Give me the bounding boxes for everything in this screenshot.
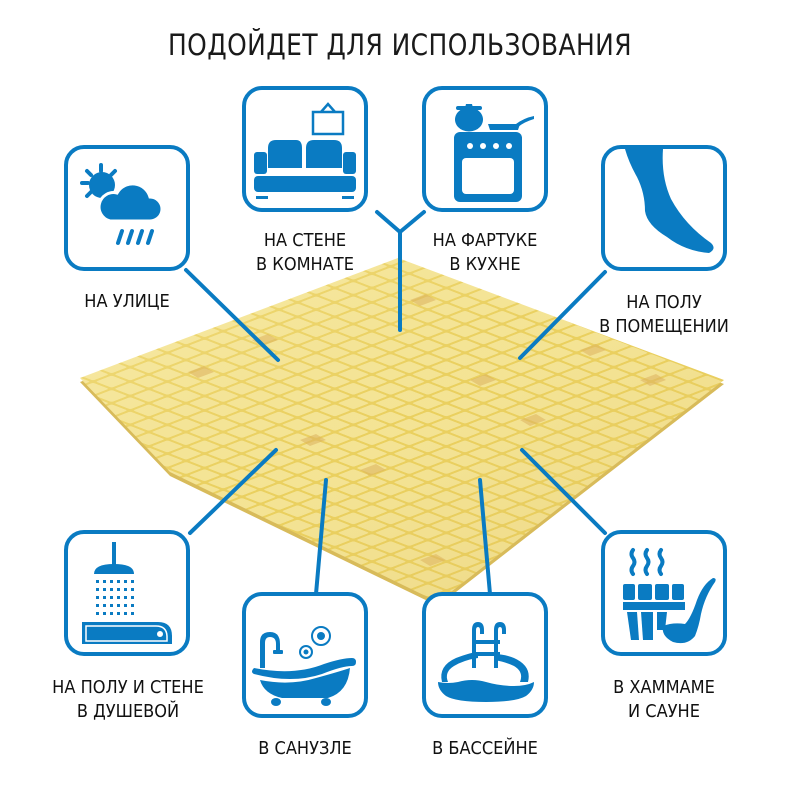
shower-icon (82, 542, 172, 644)
page-title: ПОДОЙДЕТ ДЛЯ ИСПОЛЬЗОВАНИЯ (167, 28, 633, 62)
use-label-sauna: В ХАММАМЕ И САУНЕ (587, 676, 742, 724)
foot-icon (625, 149, 714, 253)
label-line-2: В КУХНЕ (449, 254, 521, 275)
stove-icon (454, 104, 534, 202)
use-card-bathroom (242, 592, 368, 718)
label-line-1: В БАССЕЙНЕ (432, 738, 538, 759)
use-card-shower (64, 530, 190, 656)
use-label-indoor-floor: НА ПОЛУ В ПОМЕЩЕНИИ (587, 291, 742, 339)
use-label-kitchen-backsplash: НА ФАРТУКЕ В КУХНЕ (418, 229, 553, 277)
label-line-2: В КОМНАТЕ (256, 254, 354, 275)
label-line-1: В САНУЗЛЕ (258, 738, 352, 759)
label-line-1: НА СТЕНЕ (263, 230, 347, 251)
use-card-indoor-floor (601, 145, 727, 271)
label-line-1: НА ПОЛУ (626, 292, 702, 313)
use-label-pool: В БАССЕЙНЕ (418, 737, 553, 761)
use-label-outdoor: НА УЛИЦЕ (70, 290, 183, 314)
use-label-bathroom: В САНУЗЛЕ (230, 737, 379, 761)
label-line-2: В ПОМЕЩЕНИИ (599, 316, 729, 337)
use-card-sauna (601, 530, 727, 656)
label-line-2: И САУНЕ (628, 701, 700, 722)
label-line-2: В ДУШЕВОЙ (76, 701, 180, 722)
use-card-kitchen-backsplash (422, 86, 548, 212)
label-line-1: НА ФАРТУКЕ (432, 230, 538, 251)
sun-cloud-rain-icon (80, 163, 164, 245)
use-card-pool (422, 592, 548, 718)
pool-icon (438, 622, 534, 702)
bathtub-icon (252, 626, 356, 706)
use-label-shower: НА ПОЛУ И СТЕНЕ В ДУШЕВОЙ (31, 676, 225, 724)
use-label-room-wall: НА СТЕНЕ В КОМНАТЕ (230, 229, 379, 277)
sofa-picture-icon (254, 102, 356, 199)
use-card-room-wall (242, 86, 368, 212)
label-line-1: В ХАММАМЕ (613, 677, 715, 698)
label-line-1: НА ПОЛУ И СТЕНЕ (52, 677, 204, 698)
label-line-1: НА УЛИЦЕ (84, 291, 170, 312)
use-card-outdoor (64, 145, 190, 271)
sauna-bucket-icon (623, 548, 716, 644)
